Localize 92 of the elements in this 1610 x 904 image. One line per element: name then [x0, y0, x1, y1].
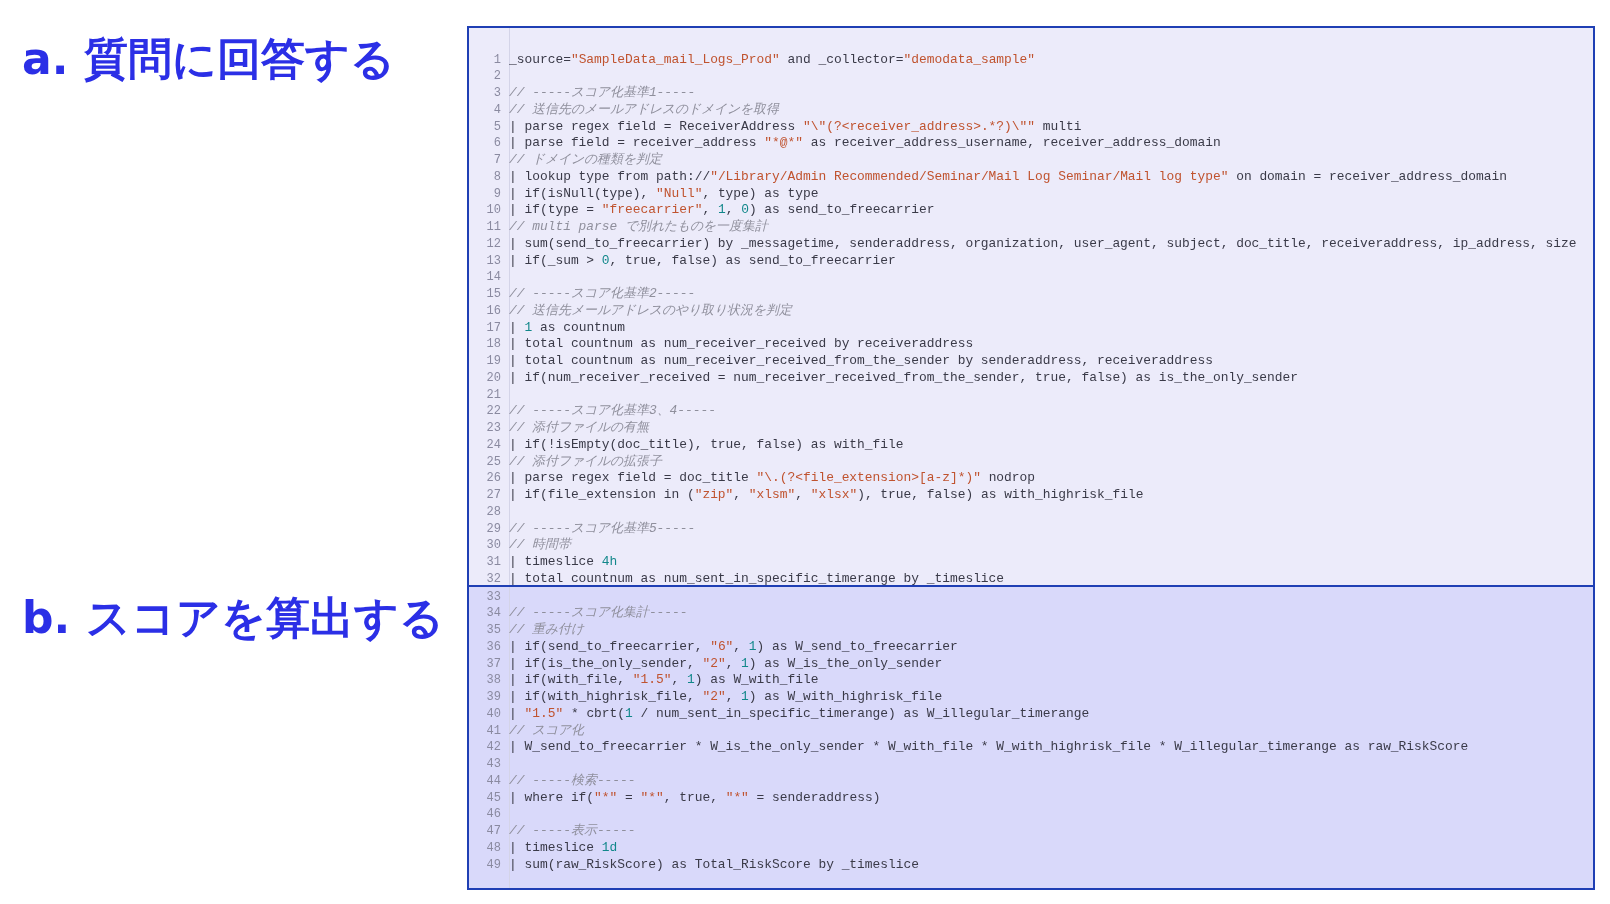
code-line: | sum(raw_RiskScore) as Total_RiskScore by _timeslice [509, 856, 919, 873]
line-number: 17 [485, 319, 501, 336]
line-number: 36 [485, 638, 501, 655]
line-number: 42 [485, 739, 501, 756]
code-comment: // -----スコア化基準1----- [509, 85, 696, 101]
line-number: 35 [485, 622, 501, 638]
code-comment: // -----表示----- [509, 823, 636, 839]
code-line: | if(!isEmpty(doc_title), true, false) as with_file [509, 436, 904, 453]
line-number: 49 [485, 856, 501, 873]
code-line: | timeslice 1d [509, 839, 618, 856]
line-number: 9 [492, 185, 501, 202]
code-line: _source="SampleData_mail_Logs_Prod" and _collector="demodata_sample" [509, 51, 1036, 68]
line-number: 24 [485, 436, 501, 453]
code-comment: // 添付ファイルの有無 [509, 420, 650, 436]
line-number: 25 [485, 453, 501, 470]
line-number: 38 [485, 672, 501, 689]
line-number: 48 [485, 839, 501, 856]
code-line: | if(_sum > 0, true, false) as send_to_freecarrier [509, 252, 896, 269]
line-number: 10 [485, 202, 501, 219]
code-comment: // -----スコア化基準2----- [509, 286, 696, 302]
line-number: 29 [485, 520, 501, 537]
code-line: | parse field = receiver_address "*@*" as receiver_address_username, receiver_address_domain [509, 135, 1221, 152]
line-number: 22 [485, 403, 501, 420]
code-line: | "1.5" * cbrt(1 / num_sent_in_specific_timerange) as W_illegular_timerange [509, 705, 1090, 722]
section-heading: a. 質問に回答する [22, 32, 395, 86]
code-comment: // 重み付け [509, 622, 585, 638]
line-number: 40 [485, 705, 501, 722]
line-number: 43 [485, 756, 501, 772]
line-number: 19 [485, 353, 501, 369]
code-line: | 1 as countnum [509, 319, 626, 336]
code-line: | sum(send_to_freecarrier) by _messagetime, senderaddress, organization, user_agent, subject, doc_title, receiveraddress, ip_address, size [509, 235, 1577, 252]
line-number: 8 [492, 168, 501, 185]
line-number: 2 [492, 68, 501, 85]
line-number: 44 [485, 772, 501, 789]
line-number: 39 [485, 689, 501, 705]
code-line: | if(num_receiver_received = num_receiver_received_from_the_sender, true, false) as is_the_only_sender [509, 369, 1299, 386]
line-number: 32 [485, 570, 501, 587]
line-number: 4 [492, 101, 501, 118]
line-number: 18 [485, 336, 501, 353]
line-number: 6 [492, 135, 501, 152]
code-line: | total countnum as num_receiver_received_from_the_sender by senderaddress, receiveraddress [509, 353, 1213, 369]
code-comment: // -----スコア化基準3、4----- [509, 403, 717, 420]
code-line: | parse regex field = ReceiverAddress "\"(?<receiver_address>.*?)\"" multi [509, 118, 1082, 135]
line-number: 37 [485, 655, 501, 672]
code-comment: // -----検索----- [509, 772, 636, 789]
line-number: 20 [485, 369, 501, 386]
line-number: 11 [485, 219, 501, 235]
code-line: | where if("*" = "*", true, "*" = senderaddress) [509, 789, 881, 806]
code-line: | if(isNull(type), "Null", type) as type [509, 185, 819, 202]
line-number: 31 [485, 554, 501, 570]
line-number: 33 [485, 588, 501, 605]
code-comment: // -----スコア化集計----- [509, 605, 688, 622]
line-number: 15 [485, 286, 501, 302]
line-number: 28 [485, 503, 501, 520]
line-number: 21 [485, 386, 501, 403]
code-line: | W_send_to_freecarrier * W_is_the_only_sender * W_with_file * W_with_highrisk_file * W_illegular_timerange as raw_RiskScore [509, 739, 1469, 756]
line-number: 1 [492, 51, 501, 68]
code-comment: // 送信先のメールアドレスのドメインを取得 [509, 101, 780, 118]
line-number: 13 [485, 252, 501, 269]
code-line: | lookup type from path://"/Library/Admin Recommended/Seminar/Mail Log Seminar/Mail log type" on domain = receiver_address_domain [509, 168, 1507, 185]
code-line: | if(file_extension in ("zip", "xlsm", "xlsx"), true, false) as with_highrisk_file [509, 487, 1144, 503]
code-line: | if(type = "freecarrier", 1, 0) as send_to_freecarrier [509, 202, 935, 219]
line-number: 16 [485, 302, 501, 319]
line-number: 7 [492, 152, 501, 168]
code-comment: // ドメインの種類を判定 [509, 152, 663, 168]
code-comment: // 添付ファイルの拡張子 [509, 453, 663, 470]
line-number: 14 [485, 269, 501, 286]
line-number: 26 [485, 470, 501, 487]
line-number: 5 [492, 118, 501, 135]
section-heading: b. スコアを算出する [22, 591, 444, 645]
line-number: 23 [485, 420, 501, 436]
line-number: 41 [485, 722, 501, 739]
code-comment: // 時間帯 [509, 537, 572, 554]
code-line: | total countnum as num_receiver_received by receiveraddress [509, 336, 974, 353]
line-number: 34 [485, 605, 501, 622]
code-comment: // スコア化 [509, 722, 585, 739]
line-number: 12 [485, 235, 501, 252]
code-line: | if(with_file, "1.5", 1) as W_with_file [509, 672, 819, 689]
code-line: | parse regex field = doc_title "\.(?<file_extension>[a-z]*)" nodrop [509, 470, 1036, 487]
line-number: 46 [485, 806, 501, 823]
line-number: 3 [492, 85, 501, 101]
code-comment: // -----スコア化基準5----- [509, 520, 696, 537]
code-line: | if(with_highrisk_file, "2", 1) as W_with_highrisk_file [509, 689, 943, 705]
code-line: | total countnum as num_sent_in_specific_timerange by _timeslice [509, 570, 1005, 587]
code-comment: // 送信先メールアドレスのやり取り状況を判定 [509, 302, 793, 319]
code-line: | if(is_the_only_sender, "2", 1) as W_is_the_only_sender [509, 655, 943, 672]
line-number: 30 [485, 537, 501, 554]
line-number: 47 [485, 823, 501, 839]
code-line: | timeslice 4h [509, 554, 618, 570]
code-line: | if(send_to_freecarrier, "6", 1) as W_send_to_freecarrier [509, 638, 958, 655]
line-number: 45 [485, 789, 501, 806]
line-number: 27 [485, 487, 501, 503]
